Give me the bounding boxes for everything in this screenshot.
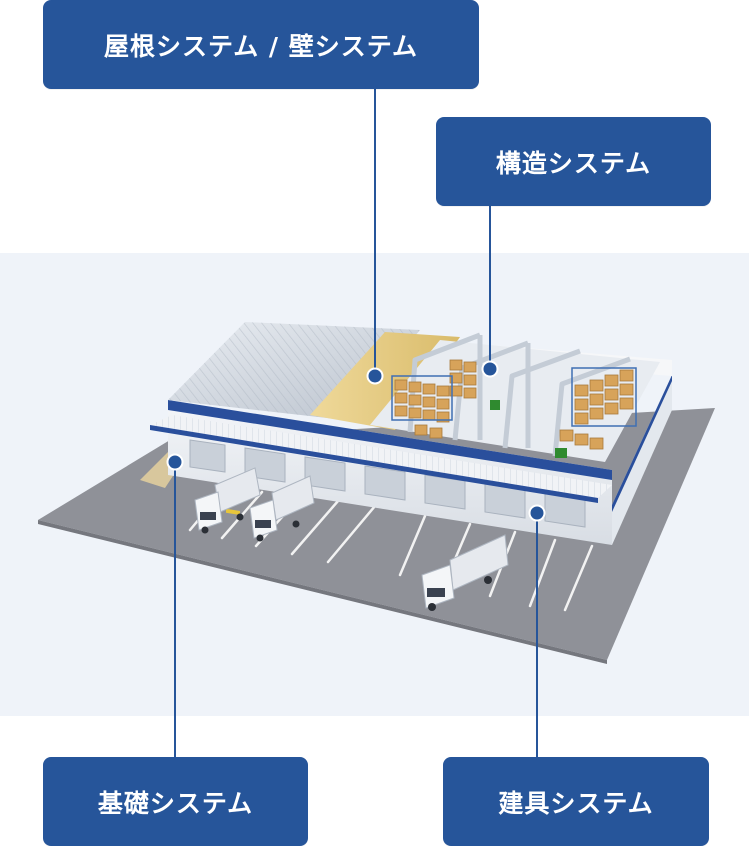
roof-callout-dot: [368, 369, 383, 384]
foundation-system-label[interactable]: 基礎システム: [43, 757, 308, 846]
foundation-callout-dot: [168, 455, 183, 470]
structure-system-label-text: 構造システム: [496, 144, 651, 180]
fittings-system-label[interactable]: 建具システム: [443, 757, 709, 846]
structure-system-label[interactable]: 構造システム: [436, 117, 711, 206]
roof-wall-system-label[interactable]: 屋根システム / 壁システム: [43, 0, 479, 89]
roof-wall-system-label-text: 屋根システム / 壁システム: [104, 27, 418, 63]
structure-callout-dot: [483, 362, 498, 377]
fittings-callout-dot: [530, 506, 545, 521]
fittings-system-label-text: 建具システム: [498, 784, 653, 820]
foundation-system-label-text: 基礎システム: [98, 784, 253, 820]
